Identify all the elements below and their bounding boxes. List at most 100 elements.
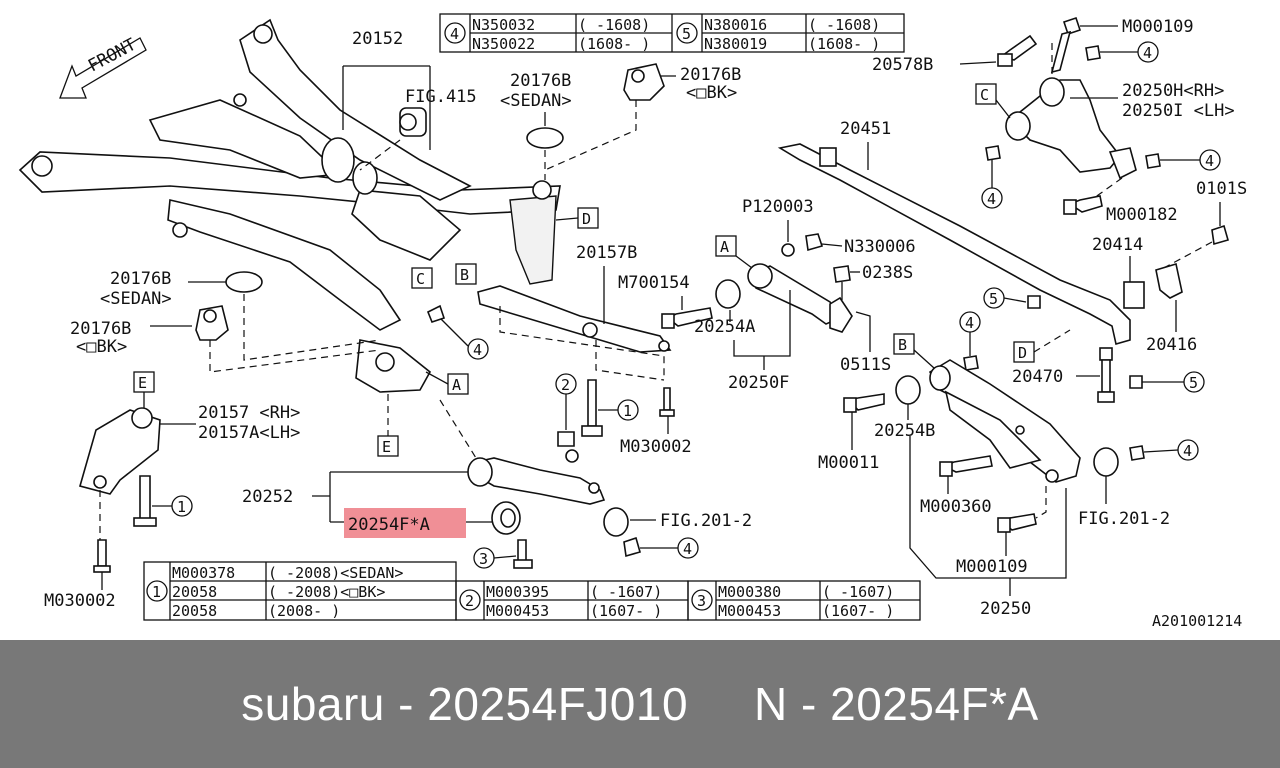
- box-c-right: C: [975, 83, 1011, 119]
- ref-1-left: 1: [152, 495, 193, 517]
- callout-20152: 20152: [342, 29, 431, 150]
- bottom-fitment-table: 1 M000378 ( -2008)<SEDAN> 20058 ( -2008)…: [143, 561, 921, 621]
- box-b-label-2: B: [898, 336, 907, 354]
- parts-diagram: FRONT 20152 FIG.415 20176B <SEDAN>: [18, 13, 1247, 630]
- caption-brand: subaru: [241, 678, 385, 730]
- label-20152: 20152: [352, 29, 403, 49]
- ref-4-g: 4: [1205, 152, 1214, 170]
- part-20252-lateral-link: [439, 399, 606, 505]
- top-table-cell: (1608- ): [808, 35, 880, 53]
- bottom-table-cell: (1607- ): [822, 602, 894, 620]
- callout-20176b-obk-upper: 20176B <□BK>: [544, 63, 741, 171]
- box-c-label-2: C: [980, 86, 989, 104]
- callout-p120003: P120003: [742, 197, 814, 257]
- callout-0101s: 0101S: [1159, 179, 1247, 271]
- callout-20414: 20414: [1092, 235, 1143, 282]
- box-c-left: C: [411, 267, 433, 289]
- ref-5-a: 5: [989, 290, 998, 308]
- label-0101s: 0101S: [1196, 179, 1247, 199]
- label-20254fa: 20254F*A: [348, 515, 430, 535]
- bottom-table-cell: ( -1607): [822, 583, 894, 601]
- callout-20250f: 20250F: [728, 356, 789, 393]
- label-obk-2: <□BK>: [686, 83, 737, 103]
- label-fig201-b: FIG.201-2: [1078, 509, 1170, 529]
- label-0238s: 0238S: [862, 263, 913, 283]
- bottom-table-cell: ( -2008)<□BK>: [268, 583, 385, 601]
- bottom-table-ref-1: 1: [152, 583, 161, 601]
- bolt-1-mid: 1: [581, 379, 639, 437]
- box-b-label-1: B: [460, 266, 469, 284]
- top-table-cell: N350022: [472, 35, 535, 53]
- ref-3-a: 3: [479, 550, 488, 568]
- top-table-ref-4: 4: [450, 25, 459, 43]
- part-20157-bracket: [79, 407, 161, 573]
- ref-4-arm: 4: [959, 311, 981, 371]
- part-20470-link: 20470: [1012, 347, 1115, 403]
- bottom-table-ref-3: 3: [697, 592, 706, 610]
- callout-m00011: M00011: [818, 393, 885, 473]
- bottom-table-ref-2: 2: [465, 592, 474, 610]
- label-20451: 20451: [840, 119, 891, 139]
- ref-4-c: 4: [965, 314, 974, 332]
- bottom-table-cell: 20058: [172, 602, 217, 620]
- bottom-table-cell: M000453: [486, 602, 549, 620]
- label-m000182: M000182: [1106, 205, 1178, 225]
- bottom-table-cell: M000380: [718, 583, 781, 601]
- part-20451-stabilizer: 20451: [777, 119, 1145, 346]
- label-20254b: 20254B: [874, 421, 935, 441]
- ref-4-b: 4: [683, 540, 692, 558]
- box-e-label-1: E: [138, 374, 147, 392]
- box-a-label-2: A: [720, 238, 729, 256]
- label-fig201-a: FIG.201-2: [660, 511, 752, 531]
- box-e-upper: E: [133, 371, 155, 410]
- box-b-left: B: [455, 263, 477, 285]
- caption-separator: -: [384, 678, 428, 730]
- part-20250h-upper-arm: [1005, 40, 1137, 180]
- label-m000109-top: M000109: [1122, 17, 1194, 37]
- callout-20157: 20157 <RH> 20157A<LH>: [160, 403, 300, 443]
- top-table-cell: N380016: [704, 16, 767, 34]
- box-b-right: B: [893, 333, 935, 369]
- label-20157a: 20157A<LH>: [198, 423, 300, 443]
- callout-fig415: FIG.415: [359, 87, 477, 171]
- bottom-table-cell: (2008- ): [268, 602, 340, 620]
- label-m000360: M000360: [920, 497, 992, 517]
- callout-20250h: 20250H<RH> 20250I <LH>: [1070, 81, 1235, 121]
- top-table-cell: ( -1608): [578, 16, 650, 34]
- box-d-label-1: D: [582, 210, 591, 228]
- label-20176b-4: 20176B: [70, 319, 131, 339]
- box-d-upper: D: [555, 207, 599, 229]
- label-20252: 20252: [242, 487, 293, 507]
- ref-5-upper: 5: [983, 287, 1041, 309]
- top-table-cell: ( -1608): [808, 16, 880, 34]
- label-n330006: N330006: [844, 237, 916, 257]
- top-fitment-table: 4 5 N350032 ( -1608) N380016 ( -1608) N3…: [439, 13, 905, 53]
- part-20157b-bracket: [477, 285, 672, 381]
- callout-fig201-right: 4 FIG.201-2: [1078, 439, 1199, 529]
- ref-2-a: 2: [561, 376, 570, 394]
- ref-4-e: 4: [1143, 44, 1152, 62]
- ref-4-upper-right: 4: [1145, 149, 1221, 171]
- label-m030002-left: M030002: [44, 591, 116, 611]
- box-e-label-2: E: [382, 438, 391, 456]
- label-20250h: 20250H<RH>: [1122, 81, 1224, 101]
- label-20254a: 20254A: [694, 317, 755, 337]
- callout-m000109-top: M000109: [1050, 16, 1194, 74]
- caption-part-number: 20254FJ010: [427, 678, 689, 730]
- callout-fig201-left: FIG.201-2 4: [603, 507, 752, 559]
- ref-4-upper-left: 4: [981, 145, 1003, 209]
- highlight-box: [344, 508, 466, 538]
- label-0511s: 0511S: [840, 355, 891, 375]
- callout-20157b: 20157B: [576, 243, 637, 324]
- label-20416: 20416: [1146, 335, 1197, 355]
- ref-1-b: 1: [623, 402, 632, 420]
- label-20176b-1: 20176B: [510, 71, 571, 91]
- ref-5-lower: 5: [1129, 371, 1205, 393]
- box-a-left: A: [425, 371, 469, 395]
- label-20250f: 20250F: [728, 373, 789, 393]
- callout-20176b-sedan-upper: 20176B <SEDAN>: [500, 71, 572, 180]
- box-a-label-1: A: [452, 376, 461, 394]
- top-table-cell: N380019: [704, 35, 767, 53]
- label-p120003: P120003: [742, 197, 814, 217]
